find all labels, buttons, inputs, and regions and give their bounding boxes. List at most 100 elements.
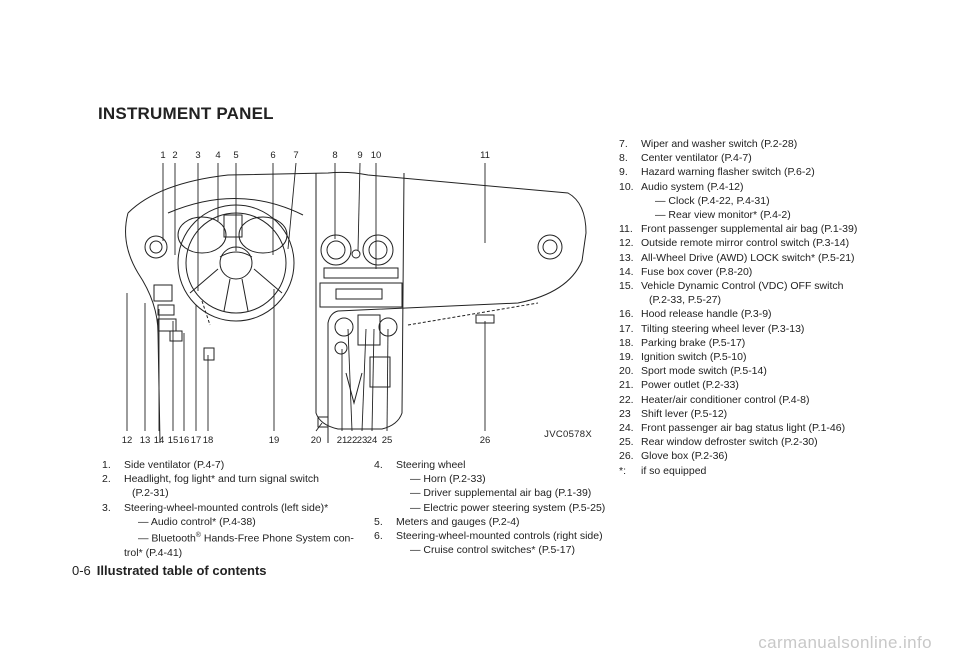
callout-20: 20 <box>311 435 322 446</box>
item-text: All-Wheel Drive (AWD) LOCK switch* (P.5-… <box>641 251 855 264</box>
legend-item-12: 12.Outside remote mirror control switch … <box>615 236 875 250</box>
callout-3: 3 <box>195 150 200 161</box>
item-text: Vehicle Dynamic Control (VDC) OFF switch <box>641 280 844 293</box>
item-text: Rear window defroster switch (P.2-30) <box>641 436 818 449</box>
item-text: Tilting steering wheel lever (P.3-13) <box>641 322 805 335</box>
item-number: 21. <box>619 379 634 392</box>
item-number: 26. <box>619 450 634 463</box>
legend-item-14: 14.Fuse box cover (P.8-20) <box>615 265 875 279</box>
item-text: Wiper and washer switch (P.2-28) <box>641 138 798 150</box>
page-number: 0-6 <box>72 563 91 578</box>
sub-item: — Clock (P.4-22, P.4-31) <box>655 194 770 207</box>
legend-item-20: 20. Sport mode switch (P.5-14) <box>615 364 875 378</box>
item-text: Parking brake (P.5-17) <box>641 336 746 349</box>
item-number: 9. <box>619 166 628 179</box>
item-text: Hazard warning flasher switch (P.6-2) <box>641 166 815 179</box>
legend-item-3: 3. Steering-wheel-mounted controls (left… <box>98 501 353 515</box>
legend-item-7: 7.Wiper and washer switch (P.2-28) <box>615 137 875 151</box>
item-number: 10. <box>619 180 634 193</box>
item-text: Headlight, fog light* and turn signal sw… <box>124 473 319 486</box>
item-text: Side ventilator (P.4-7) <box>124 459 225 471</box>
callout-12: 12 <box>122 435 133 446</box>
callout-17: 17 <box>191 435 202 446</box>
item-text: Front passenger air bag status light (P.… <box>641 422 846 435</box>
item-number: 2. <box>102 473 111 486</box>
item-number: 24. <box>619 422 634 435</box>
item-number: 13. <box>619 251 634 264</box>
legend-item-8: 8.Center ventilator (P.4-7) <box>615 151 875 165</box>
item-text: Heater/air conditioner control (P.4-8) <box>641 393 810 406</box>
dashboard-illustration: 1 2 3 4 5 6 7 8 9 10 11 12 13 14 15 16 1… <box>122 150 587 446</box>
callout-19: 19 <box>269 435 280 446</box>
item-text: Sport mode switch (P.5-14) <box>641 365 767 378</box>
callout-5: 5 <box>233 150 238 161</box>
callout-2: 2 <box>172 150 177 161</box>
legend-item-11: 11.Front passenger supplemental air bag … <box>615 222 875 236</box>
sub-item: — Audio control* (P.4-38) <box>138 515 256 528</box>
sub-text: Hands-Free Phone System con- <box>200 532 354 545</box>
legend-item-25: 25.Rear window defroster switch (P.2-30) <box>615 435 875 449</box>
callout-13: 13 <box>140 435 151 446</box>
item-number: 15. <box>619 280 634 293</box>
callout-18: 18 <box>203 435 214 446</box>
legend-item-5: 5. Meters and gauges (P.2-4) <box>370 515 600 529</box>
sub-item: — Horn (P.2-33) <box>410 473 486 486</box>
item-number: 11. <box>619 223 633 236</box>
item-text: Steering-wheel-mounted controls (left si… <box>124 501 329 514</box>
sub-item-bluetooth: — Bluetooth® Hands-Free Phone System con… <box>98 529 354 546</box>
legend-item-16: 16. Hood release handle (P.3-9) <box>615 307 875 321</box>
item-text: Ignition switch (P.5-10) <box>641 351 747 364</box>
item-number: 22. <box>619 393 634 406</box>
callout-7: 7 <box>293 150 298 161</box>
legend-item-17: 17. Tilting steering wheel lever (P.3-13) <box>615 322 875 336</box>
item-continuation: (P.2-31) <box>132 487 169 500</box>
item-number: 8. <box>619 152 628 165</box>
legend-column-3: 7.Wiper and washer switch (P.2-28) 8.Cen… <box>615 137 875 478</box>
legend-item-22: 22. Heater/air conditioner control (P.4-8… <box>615 393 875 407</box>
item-text: Shift lever (P.5-12) <box>641 407 728 420</box>
callout-16: 16 <box>179 435 190 446</box>
callout-21: 21 <box>337 435 348 446</box>
callout-25: 25 <box>382 435 393 446</box>
item-number: 19. <box>619 351 634 364</box>
figure-code: JVC0578X <box>544 429 592 440</box>
instrument-panel-figure: 1 2 3 4 5 6 7 8 9 10 11 12 13 14 15 16 1… <box>98 143 598 448</box>
item-text: Steering-wheel-mounted controls (right s… <box>396 530 603 543</box>
legend-footnote: *:if so equipped <box>615 464 875 478</box>
callout-1: 1 <box>160 150 165 161</box>
item-text: Steering wheel <box>396 459 466 471</box>
item-number: 14. <box>619 265 634 278</box>
sub-item: — Electric power steering system (P.5-25… <box>410 501 606 514</box>
item-text: Outside remote mirror control switch (P.… <box>641 237 850 250</box>
sub-item: — Rear view monitor* (P.4-2) <box>655 209 791 222</box>
legend-item-13: 13. All-Wheel Drive (AWD) LOCK switch* (P… <box>615 251 875 265</box>
item-number: 20. <box>619 365 634 378</box>
legend-item-4: 4. Steering wheel <box>370 458 600 472</box>
item-continuation: (P.2-33, P.5-27) <box>649 294 721 307</box>
item-number: 17. <box>619 322 634 335</box>
item-number: 16. <box>619 308 634 321</box>
callout-8: 8 <box>332 150 337 161</box>
registered-mark: ® <box>195 532 201 540</box>
legend-item-10: 10. Audio system (P.4-12) <box>615 180 875 194</box>
callout-14: 14 <box>154 435 165 446</box>
legend-item-19: 19. Ignition switch (P.5-10) <box>615 350 875 364</box>
callout-26: 26 <box>480 435 491 446</box>
legend-item-1: 1. Side ventilator (P.4-7) <box>98 458 353 472</box>
section-heading: INSTRUMENT PANEL <box>98 104 274 123</box>
dashboard-outline <box>127 171 587 443</box>
callout-9: 9 <box>357 150 362 161</box>
callout-23: 23 <box>357 435 368 446</box>
item-number: 1. <box>102 459 111 471</box>
watermark: carmanualsonline.info <box>758 633 932 652</box>
legend-item-24: 24. Front passenger air bag status light … <box>615 421 875 435</box>
item-number: 18. <box>619 336 634 349</box>
sub-text: — Bluetooth <box>138 532 196 545</box>
item-text: Audio system (P.4-12) <box>641 180 744 193</box>
legend-item-26: 26.Glove box (P.2-36) <box>615 449 875 463</box>
legend-item-15: 15. Vehicle Dynamic Control (VDC) OFF swi… <box>615 279 875 293</box>
item-text: Hood release handle (P.3-9) <box>641 308 772 321</box>
item-number: 3. <box>102 501 111 514</box>
callout-4: 4 <box>215 150 220 161</box>
